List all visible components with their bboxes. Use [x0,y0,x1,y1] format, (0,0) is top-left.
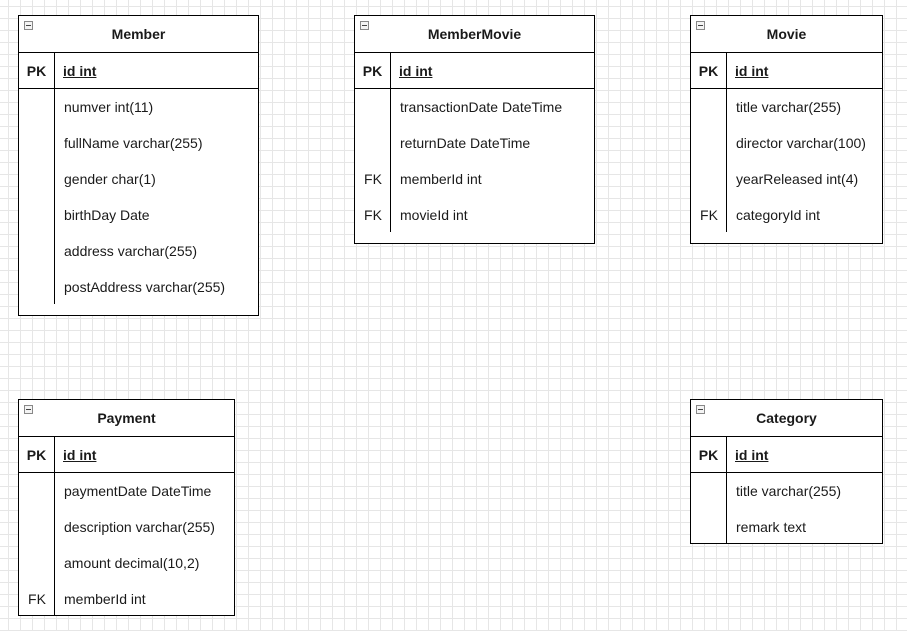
collapse-icon[interactable] [696,21,705,30]
attribute-list: transactionDate DateTime returnDate Date… [355,89,594,233]
attribute-name: director varchar(100) [736,135,866,151]
attribute-name: fullName varchar(255) [64,135,203,151]
attribute-row[interactable]: address varchar(255) [19,233,258,269]
pk-field: id int [63,62,97,79]
pk-label: PK [355,53,391,88]
attribute-list: numver int(11) fullName varchar(255) gen… [19,89,258,305]
entity-title: Category [756,410,817,426]
collapse-icon[interactable] [360,21,369,30]
attribute-name: amount decimal(10,2) [64,555,200,571]
entity-title: Member [111,26,166,42]
pk-label: PK [19,53,55,88]
key-label: FK [364,207,382,223]
primary-key-row[interactable]: PK id int [355,53,594,89]
attribute-row[interactable]: title varchar(255) [691,473,882,509]
entity-header[interactable]: Payment [19,400,234,437]
entity-title: Movie [766,26,807,42]
attribute-name: transactionDate DateTime [400,99,563,115]
pk-label: PK [19,437,55,472]
entity-header[interactable]: Category [691,400,882,437]
pk-field: id int [63,446,97,463]
primary-key-row[interactable]: PK id int [691,53,882,89]
attribute-name: returnDate DateTime [400,135,531,151]
attribute-list: paymentDate DateTime description varchar… [19,473,234,617]
attribute-name: numver int(11) [64,99,154,115]
attribute-row[interactable]: amount decimal(10,2) [19,545,234,581]
attribute-row[interactable]: birthDay Date [19,197,258,233]
collapse-icon[interactable] [696,405,705,414]
pk-label: PK [691,53,727,88]
entity-membermovie[interactable]: MemberMovie PK id int transactionDate Da… [354,15,595,244]
attribute-name: postAddress varchar(255) [64,279,226,295]
primary-key-row[interactable]: PK id int [19,53,258,89]
primary-key-row[interactable]: PK id int [691,437,882,473]
key-label: FK [364,171,382,187]
pk-field: id int [399,62,433,79]
attribute-name: birthDay Date [64,207,150,223]
attribute-row[interactable]: transactionDate DateTime [355,89,594,125]
attribute-row[interactable]: paymentDate DateTime [19,473,234,509]
attribute-list: title varchar(255) director varchar(100)… [691,89,882,233]
entity-movie[interactable]: Movie PK id int title varchar(255) direc… [690,15,883,244]
attribute-row[interactable]: FK movieId int [355,197,594,233]
attribute-name: memberId int [64,591,146,607]
entity-title: MemberMovie [427,26,522,42]
pk-field: id int [735,446,769,463]
attribute-name: memberId int [400,171,482,187]
attribute-row[interactable]: FK memberId int [355,161,594,197]
key-label: FK [28,591,46,607]
attribute-row[interactable]: yearReleased int(4) [691,161,882,197]
attribute-row[interactable]: returnDate DateTime [355,125,594,161]
attribute-row[interactable]: numver int(11) [19,89,258,125]
attribute-name: paymentDate DateTime [64,483,212,499]
attribute-name: categoryId int [736,207,821,223]
attribute-row[interactable]: description varchar(255) [19,509,234,545]
entity-category[interactable]: Category PK id int title varchar(255) re… [690,399,883,544]
attribute-name: gender char(1) [64,171,156,187]
entity-header[interactable]: Movie [691,16,882,53]
entity-header[interactable]: Member [19,16,258,53]
attribute-row[interactable]: postAddress varchar(255) [19,269,258,305]
pk-label: PK [691,437,727,472]
attribute-row[interactable]: FK memberId int [19,581,234,617]
attribute-row[interactable]: director varchar(100) [691,125,882,161]
key-label: FK [700,207,718,223]
attribute-name: title varchar(255) [736,99,842,115]
attribute-row[interactable]: gender char(1) [19,161,258,197]
attribute-row[interactable]: fullName varchar(255) [19,125,258,161]
pk-field: id int [735,62,769,79]
entity-header[interactable]: MemberMovie [355,16,594,53]
attribute-list: title varchar(255) remark text [691,473,882,545]
attribute-row[interactable]: remark text [691,509,882,545]
attribute-row[interactable]: title varchar(255) [691,89,882,125]
attribute-name: address varchar(255) [64,243,198,259]
primary-key-row[interactable]: PK id int [19,437,234,473]
entity-title: Payment [97,410,156,426]
entity-member[interactable]: Member PK id int numver int(11) fullName… [18,15,259,316]
attribute-name: yearReleased int(4) [736,171,859,187]
collapse-icon[interactable] [24,405,33,414]
attribute-name: title varchar(255) [736,483,842,499]
attribute-name: description varchar(255) [64,519,215,535]
attribute-name: remark text [736,519,807,535]
attribute-name: movieId int [400,207,468,223]
attribute-row[interactable]: FK categoryId int [691,197,882,233]
entity-payment[interactable]: Payment PK id int paymentDate DateTime d… [18,399,235,616]
collapse-icon[interactable] [24,21,33,30]
